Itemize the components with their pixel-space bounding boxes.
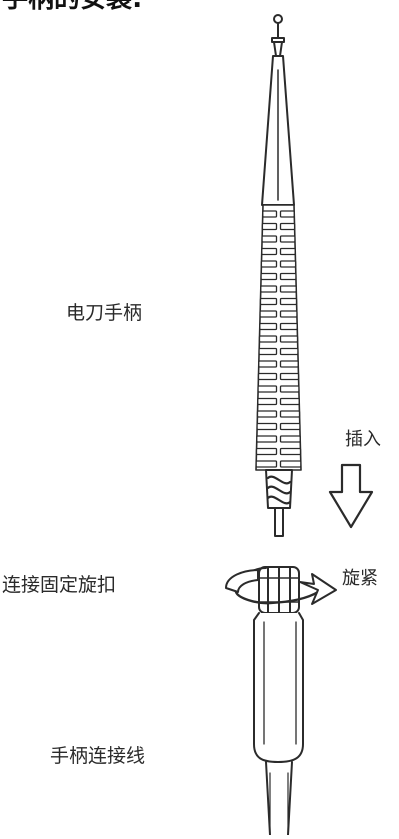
label-connection-nut: 连接固定旋扣 [2,574,117,596]
handle-tip [271,14,285,57]
grip-fin [279,322,298,331]
grip-fin [279,385,300,393]
grip-fin [257,397,278,406]
grip-fin [255,447,278,456]
down-arrow-icon [328,463,374,529]
grip-fin [259,310,278,318]
grip-fin [256,410,278,418]
label-insert: 插入 [345,429,381,450]
grip-fin [279,447,302,456]
grip-fin [279,285,297,293]
grip-fin [279,372,300,381]
grip-fin [261,235,278,243]
grip-fin [262,210,278,218]
grip-fin [260,285,278,293]
grip-fin [279,260,297,268]
grip-fin [279,247,296,256]
grip-fin [279,410,301,418]
curved-arrow-icon [225,567,337,605]
grip-fin [279,435,301,443]
grip-fin [255,460,278,468]
grip-fin [279,210,295,218]
cable [265,761,293,836]
handle-connector [265,469,293,537]
grip-fin [261,222,278,231]
grip-fin [259,322,278,331]
grip-fin [256,422,278,431]
grip-fin [257,385,278,393]
label-tighten: 旋紧 [342,568,378,589]
grip-fin [256,435,278,443]
grip-fin [258,335,278,343]
grip-fin [279,272,297,281]
grip-fin [279,460,302,468]
grip-fin [258,347,278,356]
grip-fin [260,260,278,268]
grip-fin [279,335,299,343]
grip-fin [259,297,278,306]
grip-fin [279,310,298,318]
grip-fin [279,297,298,306]
grip-fin [260,272,278,281]
handle-shaft [261,55,295,206]
grip-fin [258,360,278,368]
connection-nut [258,566,300,614]
grip-fin [279,235,296,243]
handle-grip [255,204,302,471]
cable-housing [253,612,304,763]
page-title: 手柄的安装: [2,0,142,12]
grip-fin [279,397,300,406]
grip-fin [257,372,278,381]
label-cable: 手柄连接线 [50,745,146,767]
grip-fin [279,360,299,368]
grip-fin [279,347,299,356]
grip-fin [261,247,278,256]
label-handle: 电刀手柄 [66,302,143,324]
grip-fin [279,222,296,231]
grip-fin [279,422,301,431]
